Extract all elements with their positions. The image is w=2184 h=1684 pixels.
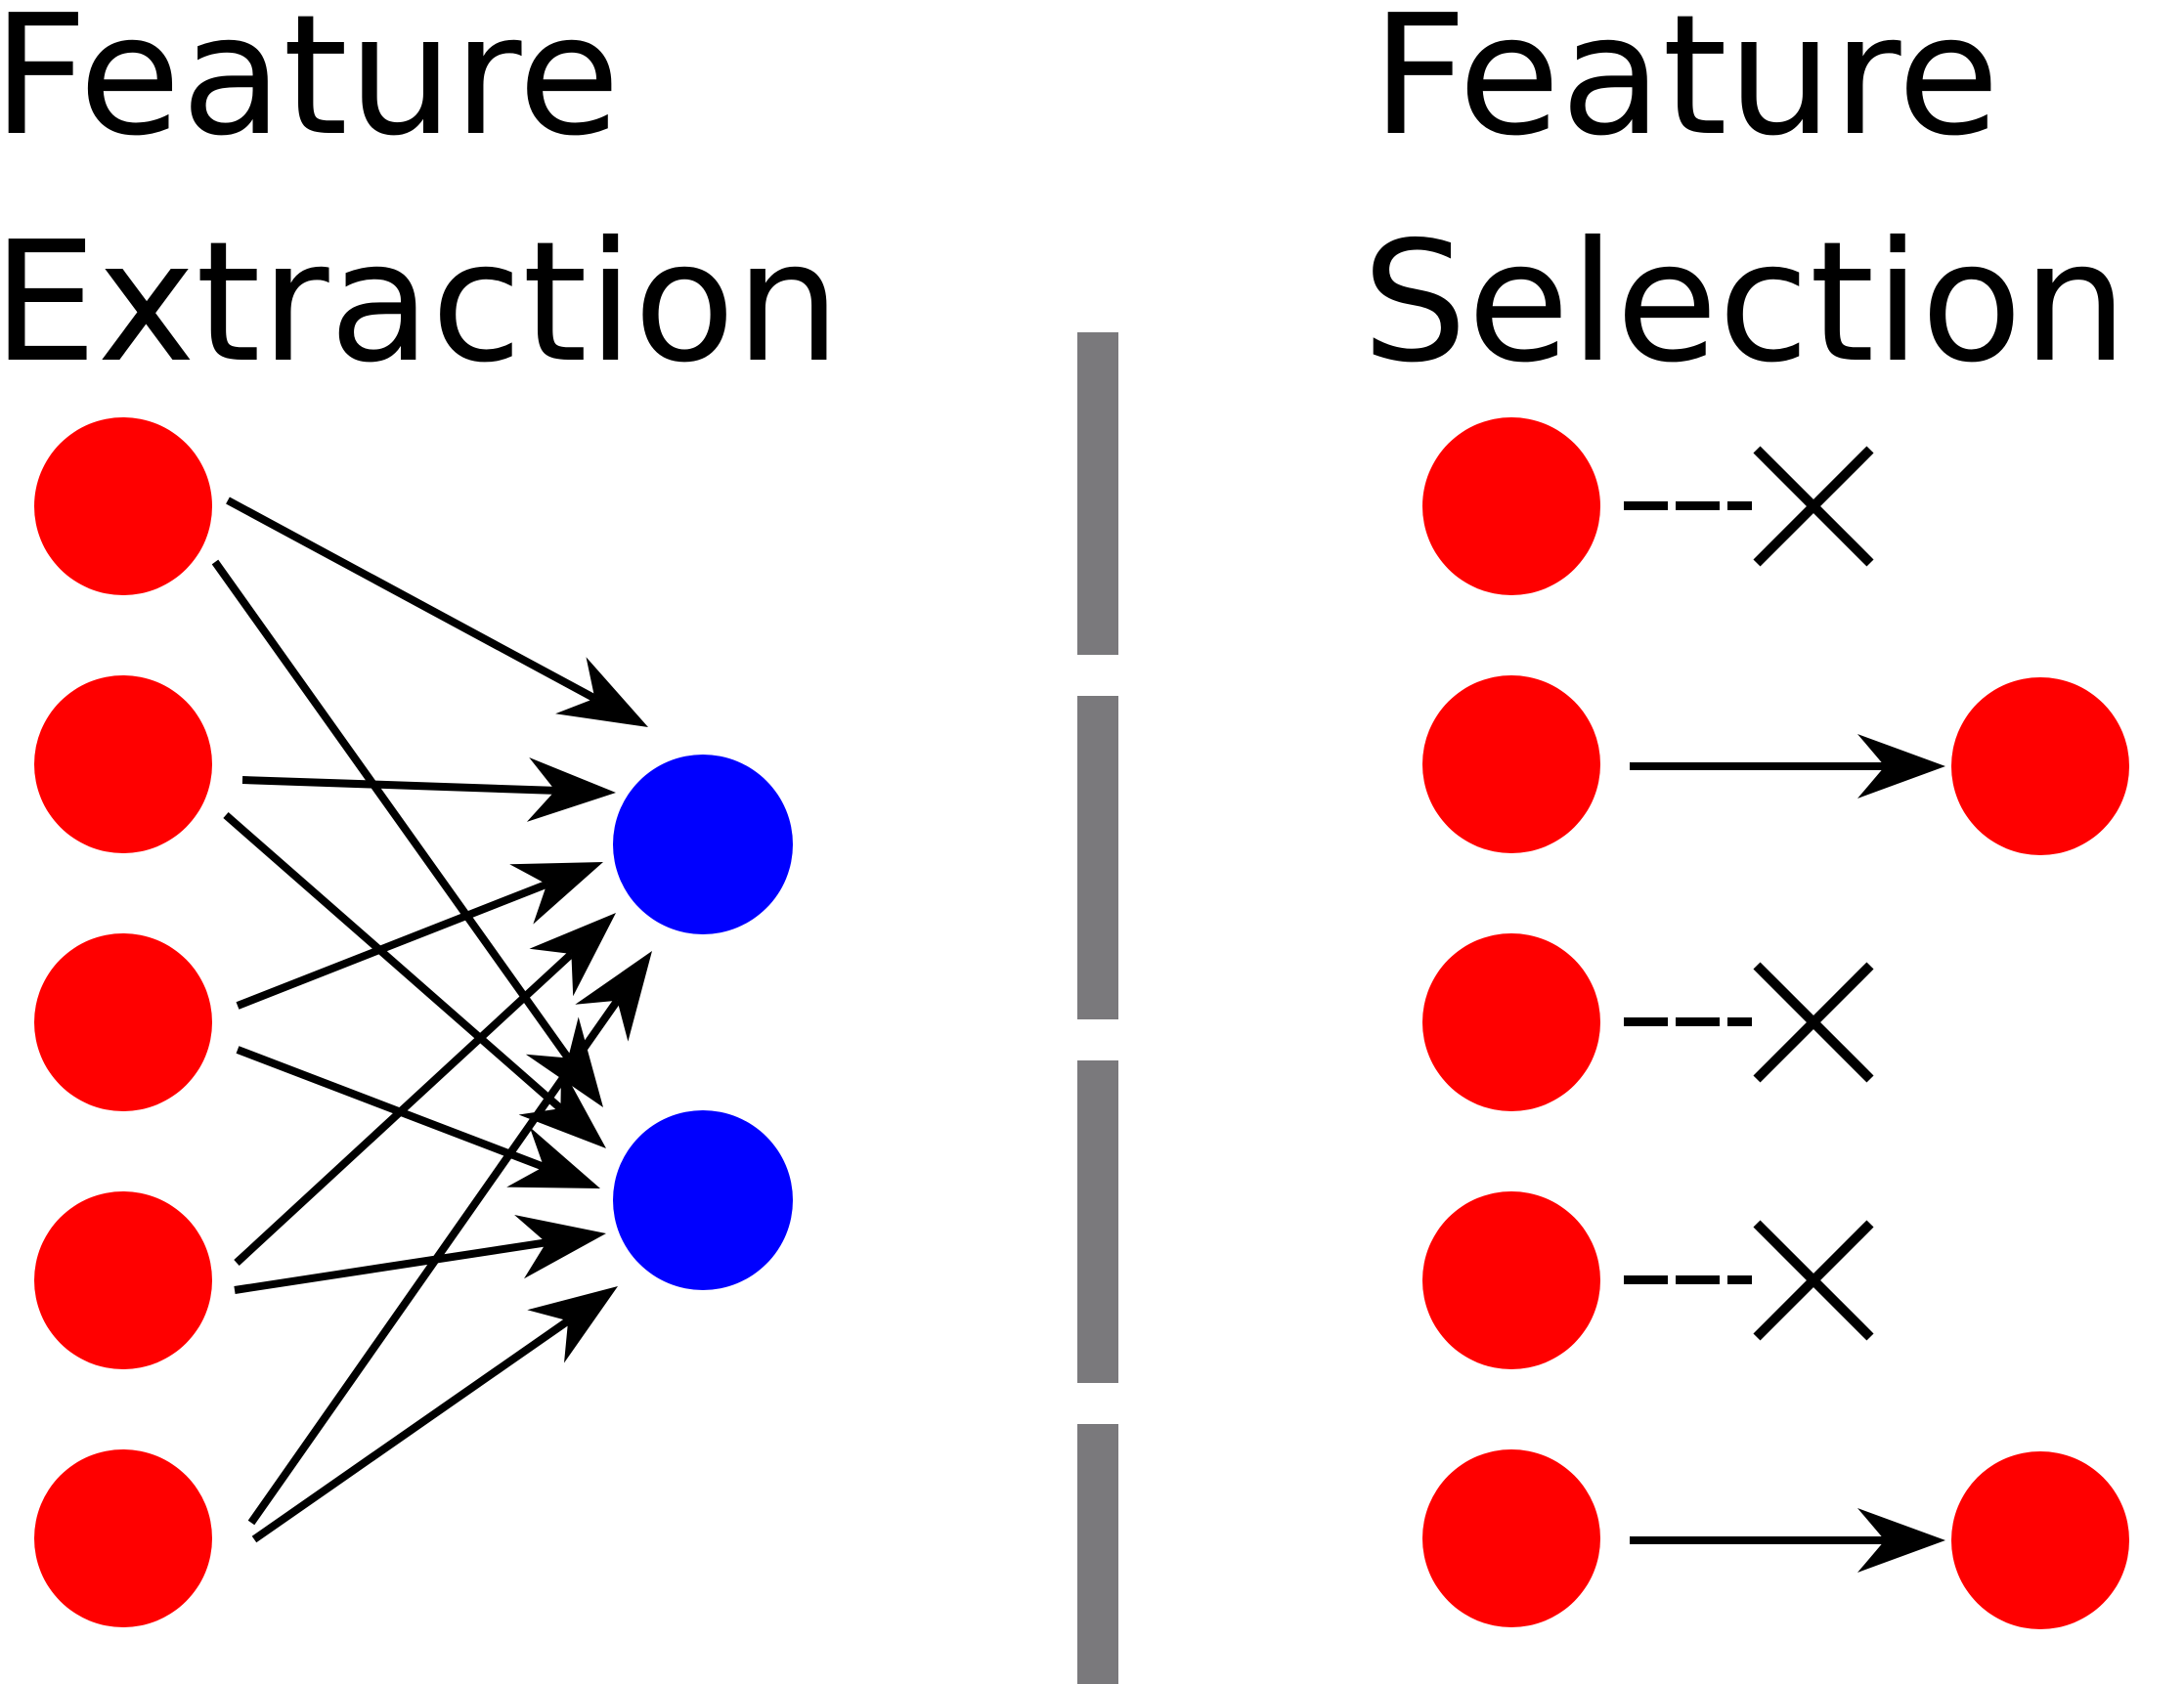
selected-arrow-2-head	[1857, 734, 1945, 799]
input-feature-node-2	[34, 675, 212, 853]
rejected-dash-4-1	[1624, 1275, 1668, 1284]
extraction-arrow-8-shaft	[234, 1238, 547, 1294]
extraction-arrow-7-shaft	[234, 951, 575, 1266]
extraction-arrow-1-head	[555, 657, 648, 727]
extraction-arrow-6-shaft	[236, 1046, 546, 1171]
rejected-dash-1-1	[1624, 501, 1668, 510]
extraction-arrows	[211, 497, 652, 1543]
selected-arrow-5-head	[1857, 1508, 1945, 1573]
rejected-link-4	[1624, 1275, 1752, 1284]
selected-feature-node-5	[1951, 1451, 2129, 1629]
rejected-dash-3-1	[1624, 1017, 1668, 1026]
extraction-arrow-3-head	[526, 757, 616, 822]
extraction-arrow-5-head	[509, 862, 603, 925]
extraction-arrow-8-head	[514, 1215, 606, 1279]
rejected-dash-3-2	[1676, 1017, 1720, 1026]
candidate-feature-node-1	[1422, 417, 1600, 595]
selection-links	[1624, 446, 1945, 1573]
rejected-dash-1-3	[1727, 501, 1752, 510]
divider-segment-3	[1077, 1060, 1118, 1383]
rejected-dash-3-3	[1727, 1017, 1752, 1026]
rejected-dash-4-2	[1676, 1275, 1720, 1284]
rejected-x-icon-1-b	[1753, 446, 1874, 567]
candidate-feature-node-5	[1422, 1449, 1600, 1627]
extraction-arrow-6-head	[506, 1127, 600, 1188]
extraction-arrow-7-head	[529, 913, 616, 997]
input-feature-node-1	[34, 417, 212, 595]
divider-segment-4	[1077, 1424, 1118, 1684]
extraction-arrow-2-shaft	[211, 559, 572, 1060]
dashed-divider	[1077, 332, 1118, 1684]
rejected-link-1	[1624, 501, 1752, 510]
selection-title-line2: Selection	[1362, 206, 2127, 400]
extraction-arrow-9-shaft	[247, 998, 621, 1526]
rejected-x-icon-3-b	[1753, 962, 1874, 1083]
rejected-dash-4-3	[1727, 1275, 1752, 1284]
rejected-link-3	[1624, 1017, 1752, 1026]
extraction-arrow-4-shaft	[223, 811, 564, 1112]
divider-segment-2	[1077, 696, 1118, 1019]
extraction-arrow-2-head	[525, 1016, 603, 1107]
candidate-feature-node-2	[1422, 675, 1600, 853]
input-feature-node-4	[34, 1191, 212, 1369]
extraction-arrow-10-head	[527, 1286, 618, 1363]
input-feature-node-5	[34, 1449, 212, 1627]
extraction-arrow-10-shaft	[251, 1317, 571, 1543]
selection-title-line1: Feature	[1372, 0, 1999, 173]
selection-nodes	[1422, 417, 2129, 1629]
rejected-dash-1-2	[1676, 501, 1720, 510]
rejected-x-icon-4-b	[1753, 1220, 1874, 1341]
extracted-feature-node-2	[613, 1110, 793, 1290]
candidate-feature-node-4	[1422, 1191, 1600, 1369]
divider-segment-1	[1077, 332, 1118, 655]
extraction-arrow-5-shaft	[236, 880, 548, 1010]
selected-feature-node-2	[1951, 677, 2129, 855]
extraction-nodes	[34, 417, 793, 1627]
extraction-arrow-3-shaft	[241, 776, 556, 795]
extraction-title-line1: Feature	[0, 0, 620, 173]
extraction-title-line2: Extraction	[0, 206, 841, 400]
input-feature-node-3	[34, 933, 212, 1111]
extraction-arrow-4-head	[518, 1065, 606, 1148]
extraction-arrow-9-head	[575, 951, 652, 1042]
extracted-feature-node-1	[613, 755, 793, 934]
extraction-arrow-1-shaft	[226, 497, 597, 703]
candidate-feature-node-3	[1422, 933, 1600, 1111]
